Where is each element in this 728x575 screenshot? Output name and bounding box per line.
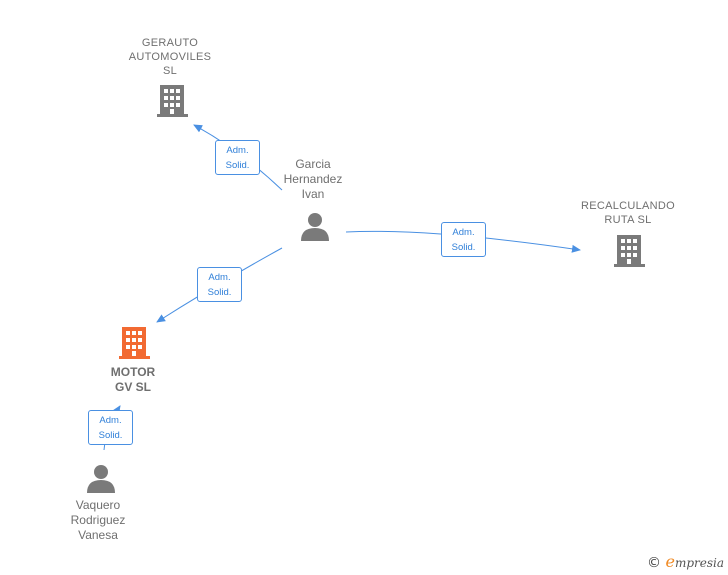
edge-label-line: Adm.	[452, 227, 475, 238]
node-label-line: Rodriguez	[70, 513, 126, 527]
edge-label-line: Solid.	[225, 160, 250, 171]
footer-brand: © empresia	[647, 552, 724, 571]
edge-label-line: Solid.	[451, 242, 476, 253]
node-label-line: Hernandez	[283, 172, 343, 186]
building-icon	[119, 327, 150, 359]
edge-label-line: Adm.	[99, 415, 122, 426]
edge-label-vaquero-motor[interactable]: Adm. Solid.	[88, 410, 133, 445]
node-label-line: Garcia	[295, 157, 331, 171]
brand-logo-text: mpresia	[674, 556, 724, 570]
node-label-line: Ivan	[301, 187, 325, 201]
person-icon	[301, 213, 329, 241]
edge-label-line: Adm.	[226, 145, 249, 156]
edge-label-garcia-recalculando[interactable]: Adm. Solid.	[441, 222, 486, 257]
node-label-line: GV SL	[114, 380, 151, 394]
node-label-line: RECALCULANDO	[580, 200, 676, 212]
node-label-gerauto[interactable]: GERAUTO AUTOMOVILES SL	[110, 36, 230, 78]
building-icon	[157, 85, 188, 117]
building-icon	[614, 235, 645, 267]
edge-label-garcia-motor[interactable]: Adm. Solid.	[197, 267, 242, 302]
brand-logo-initial: e	[665, 552, 675, 571]
edge-label-garcia-gerauto[interactable]: Adm. Solid.	[215, 140, 260, 175]
node-label-line: SL	[162, 65, 178, 77]
node-label-garcia[interactable]: Garcia Hernandez Ivan	[263, 157, 363, 202]
node-label-line: Vanesa	[78, 528, 118, 542]
node-label-motor[interactable]: MOTOR GV SL	[83, 365, 183, 395]
edge-label-line: Solid.	[207, 287, 232, 298]
node-label-line: MOTOR	[110, 365, 156, 379]
edge-label-line: Adm.	[208, 272, 231, 283]
person-icon	[87, 465, 115, 493]
node-label-line: Vaquero	[75, 498, 121, 512]
node-label-line: GERAUTO	[141, 37, 199, 49]
copyright-symbol: ©	[647, 555, 662, 571]
edge-label-line: Solid.	[98, 430, 123, 441]
node-label-line: AUTOMOVILES	[128, 51, 212, 63]
node-label-recalculando[interactable]: RECALCULANDO RUTA SL	[568, 199, 688, 227]
node-label-vaquero[interactable]: Vaquero Rodriguez Vanesa	[48, 498, 148, 543]
node-label-line: RUTA SL	[604, 214, 652, 226]
